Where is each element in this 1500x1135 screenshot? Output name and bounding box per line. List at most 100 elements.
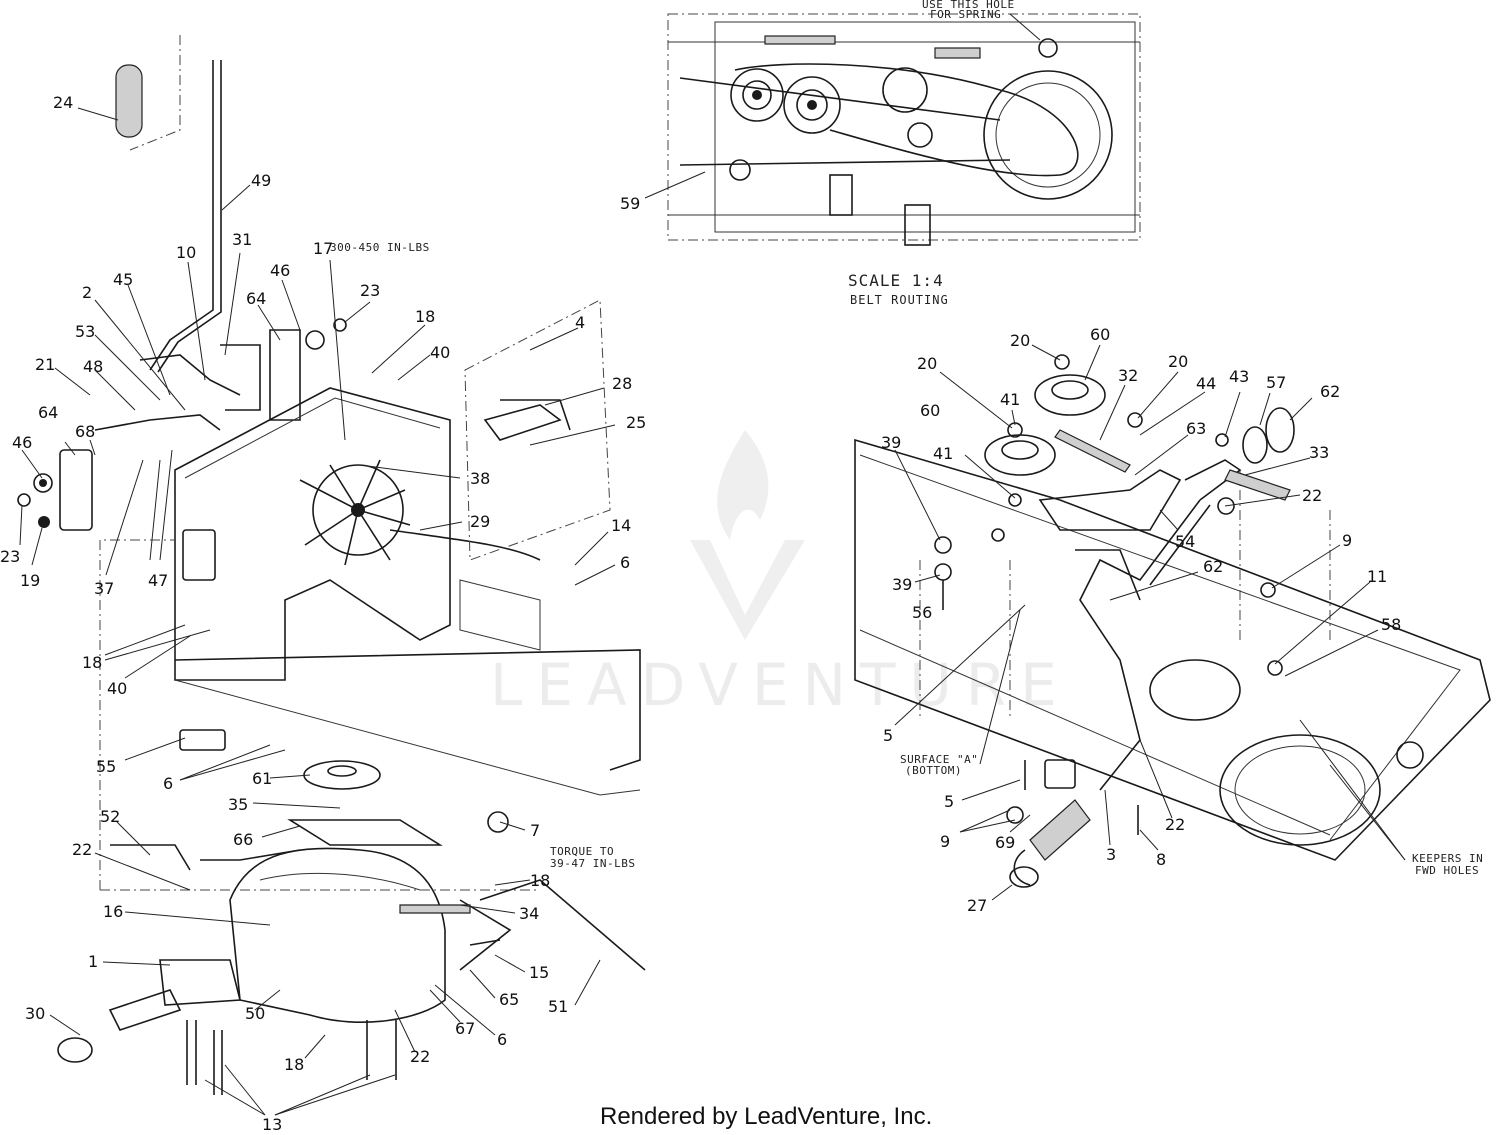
callout-38: 38 [470,469,490,488]
callout-41-lower: 41 [933,444,953,463]
callout-68: 68 [75,422,95,441]
callout-41: 41 [1000,390,1020,409]
callout-20-left: 20 [917,354,937,373]
callout-20-top: 20 [1010,331,1030,350]
mounting-hardware [934,528,1283,835]
callout-2: 2 [82,283,92,302]
callout-7: 7 [530,821,540,840]
callout-61: 61 [252,769,272,788]
keepers-note-2: FWD HOLES [1415,864,1479,877]
callout-19: 19 [20,571,40,590]
callout-32: 32 [1118,366,1138,385]
callout-3: 3 [1106,845,1116,864]
mower-deck-frame [854,438,1491,861]
callout-6: 6 [620,553,630,572]
callout-10: 10 [176,243,196,262]
callout-37: 37 [94,579,114,598]
callout-52: 52 [100,807,120,826]
scale-title: SCALE 1:4 [848,271,944,290]
surface-note-2: (BOTTOM) [905,764,962,777]
callout-4: 4 [575,313,585,332]
callout-60-top: 60 [1090,325,1110,344]
frame-plate [99,387,641,891]
callout-18: 18 [415,307,435,326]
callout-64-upper: 64 [246,289,266,308]
bolt-torque-note: TORQUE TO [550,845,614,858]
callout-14: 14 [611,516,631,535]
callout-22-right: 22 [1302,486,1322,505]
callouts: 24 49 10 31 2 45 53 21 48 64 68 46 23 19… [0,93,1483,1134]
callout-44: 44 [1196,374,1216,393]
leader-lines [19,107,1406,1116]
callout-62: 62 [1320,382,1340,401]
callout-34: 34 [519,904,539,923]
callout-31: 31 [232,230,252,249]
callout-6-lower: 6 [497,1030,507,1049]
callout-49: 49 [251,171,271,190]
callout-18-transaxle: 18 [530,871,550,890]
control-bracket [464,299,611,561]
callout-22-lower: 22 [410,1047,430,1066]
watermark-text: LEADVENTURE [490,651,1071,719]
callout-43: 43 [1229,367,1249,386]
callout-39: 39 [881,433,901,452]
callout-51: 51 [548,997,568,1016]
callout-64: 64 [38,403,58,422]
callout-27: 27 [967,896,987,915]
callout-23-upper: 23 [360,281,380,300]
callout-66: 66 [233,830,253,849]
surface-note: SURFACE "A" [900,753,978,766]
callout-40: 40 [430,343,450,362]
callout-33: 33 [1309,443,1329,462]
spring-hole-note: USE THIS HOLE [922,0,1015,11]
callout-30: 30 [25,1004,45,1023]
callout-53: 53 [75,322,95,341]
callout-18-lower: 18 [82,653,102,672]
callout-54: 54 [1175,532,1195,551]
callout-8: 8 [1156,850,1166,869]
callout-17: 17 [313,239,333,258]
callout-35: 35 [228,795,248,814]
callout-56: 56 [912,603,932,622]
spring-hole-note-2: FOR SPRING [930,8,1001,21]
callout-5-lower: 5 [944,792,954,811]
callout-20-right: 20 [1168,352,1188,371]
shift-lever-assembly [17,35,347,531]
belt-routing-inset [667,13,1141,246]
callout-39-lower: 39 [892,575,912,594]
keepers-note: KEEPERS IN [1412,852,1483,865]
callout-6-mid: 6 [163,774,173,793]
transaxle [57,729,646,1095]
callout-22: 22 [72,840,92,859]
callout-28: 28 [612,374,632,393]
callout-25: 25 [626,413,646,432]
callout-1: 1 [88,952,98,971]
callout-23: 23 [0,547,20,566]
callout-62-lower: 62 [1203,557,1223,576]
callout-29: 29 [470,512,490,531]
steering-lever [1075,407,1295,791]
callout-11: 11 [1367,567,1387,586]
steering-grip [1009,759,1091,888]
callout-46-upper: 46 [270,261,290,280]
footer-credit: Rendered by LeadVenture, Inc. [600,1103,932,1130]
callout-13: 13 [262,1115,282,1134]
callout-65: 65 [499,990,519,1009]
callout-63: 63 [1186,419,1206,438]
scale-subtitle: BELT ROUTING [850,293,949,307]
callout-16: 16 [103,902,123,921]
fan-torque-note: 300-450 IN-LBS [330,241,430,254]
callout-24: 24 [53,93,73,112]
callout-67: 67 [455,1019,475,1038]
callout-69: 69 [995,833,1015,852]
callout-18-bottom: 18 [284,1055,304,1074]
callout-46: 46 [12,433,32,452]
callout-9: 9 [1342,531,1352,550]
callout-21: 21 [35,355,55,374]
callout-15: 15 [529,963,549,982]
callout-9-lower: 9 [940,832,950,851]
callout-58: 58 [1381,615,1401,634]
callout-47: 47 [148,571,168,590]
idler-pulleys [984,354,1182,531]
